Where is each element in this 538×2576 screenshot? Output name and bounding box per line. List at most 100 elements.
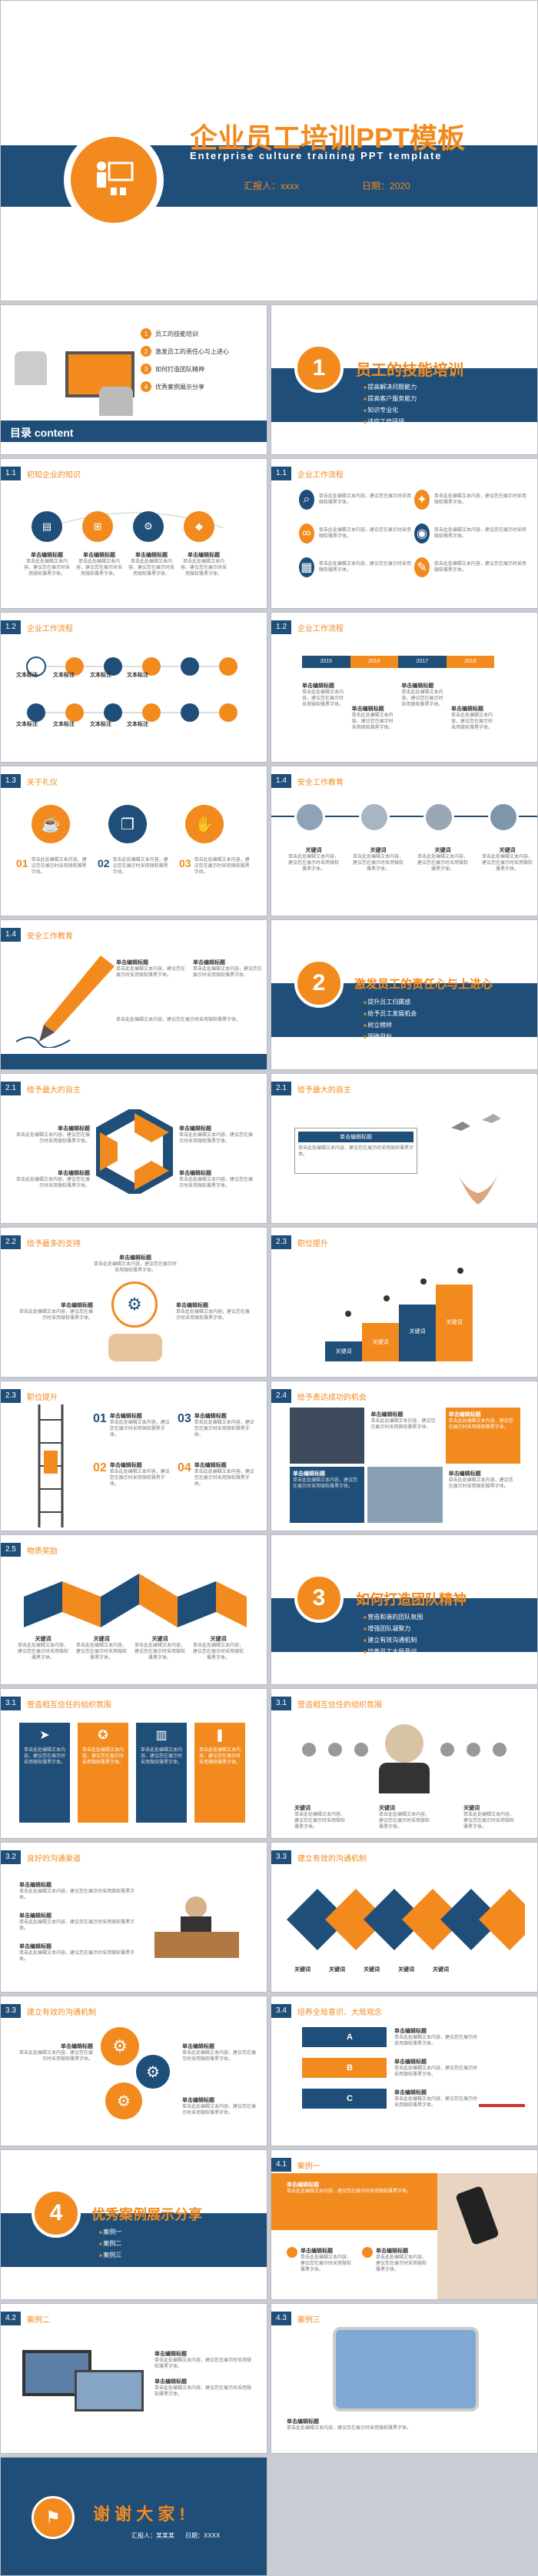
phone-hand-photo xyxy=(437,2173,537,2299)
settings-icon: ⚙ xyxy=(133,511,164,542)
photo-icon xyxy=(423,802,454,833)
avatar xyxy=(354,1743,368,1757)
teacher-icon: ⚑ xyxy=(32,2496,75,2539)
ladder-illustration xyxy=(38,1404,64,1527)
send-icon: ➤ xyxy=(39,1729,50,1742)
gears-illustration: ⚙ ⚙ ⚙ xyxy=(101,2027,178,2135)
bookmark-icon: ❚ xyxy=(214,1729,225,1742)
info-card: ✪单击此处编辑文本内容，建议您在展示时采用微软雅黑字体。 xyxy=(78,1723,128,1823)
section-title: 激发员工的责任心与上进心 xyxy=(354,978,493,991)
left-text: 单击编辑标题单击此处编辑文本内容，建议您在展示时采用微软雅黑字体。 xyxy=(16,1126,91,1144)
photo-icon xyxy=(488,802,519,833)
info-card: ▥单击此处编辑文本内容，建议您在展示时采用微软雅黑字体。 xyxy=(136,1723,187,1823)
ending-reporter: 汇报人：某某某 xyxy=(131,2532,174,2539)
photo-icon xyxy=(359,802,390,833)
photo-captions: 关键词单击此处编辑文本内容，建议您在展示时采用微软雅黑字体。 关键词单击此处编辑… xyxy=(287,848,533,872)
right-text: 单击编辑标题单击此处编辑文本内容，建议您在展示时采用微软雅黑字体。 xyxy=(182,2044,257,2062)
section-1-slide: 1 员工的技能培训 提高解决问题能力 提高客户服务能力 知识专业化 适应工作环境 xyxy=(271,304,538,455)
table-icon: ▦ xyxy=(299,557,314,577)
footer-band xyxy=(1,1054,267,1069)
section-title: 优秀案例展示分享 xyxy=(91,2207,202,2222)
cover-title: 企业员工培训PPT模板 xyxy=(190,122,466,154)
steps-chart: 关键词 关键词 关键词 关键词 xyxy=(325,1285,473,1361)
cover-logo-ring xyxy=(64,130,164,230)
section-bullets: 营造和谐的团队氛围增强团队凝聚力建立有效沟通机制培养员工大局意识 xyxy=(364,1612,423,1658)
section-bullets: 案例一案例二案例三 xyxy=(99,2227,121,2262)
leader-body xyxy=(379,1763,430,1793)
section-4-slide: 4 优秀案例展示分享 案例一案例二案例三 xyxy=(0,2149,267,2300)
link-icon: ∞ xyxy=(299,524,314,543)
document-icon: ▤ xyxy=(32,511,62,542)
cover-reporter: 汇报人：xxxx xyxy=(244,181,300,191)
timeline-notes: 单击编辑标题单击此处编辑文本内容，建议您在展示时采用微软雅黑字体。 单击编辑标题… xyxy=(302,683,493,730)
icon-row: ▤ ⊞ ⚙ ◆ xyxy=(32,511,214,542)
cover-subtitle: Enterprise culture training PPT template xyxy=(190,150,443,161)
avatar xyxy=(440,1743,454,1757)
ending-slide: ⚑ 谢 谢 大 家 ! 汇报人：某某某 日期：XXXX xyxy=(0,2457,267,2576)
search-icon: ⌕ xyxy=(299,490,314,510)
hands-dove-illustration xyxy=(451,1114,501,1205)
photo-circles xyxy=(294,802,519,833)
text-box: 单击编辑标题 单击此处编辑文本内容，建议您在展示时采用微软雅黑字体。 xyxy=(294,1128,417,1174)
info-card: ➤单击此处编辑文本内容，建议您在展示时采用微软雅黑字体。 xyxy=(19,1723,70,1823)
teacher-icon xyxy=(71,137,157,223)
tag-icon: ◆ xyxy=(184,511,214,542)
divider xyxy=(271,816,537,817)
section-number: 2 xyxy=(294,959,344,1008)
team-avatars xyxy=(302,1743,368,1757)
gears-icon: ⚙ xyxy=(111,1281,158,1328)
right-text: 单击编辑标题单击此处编辑文本内容，建议您在展示时采用微软雅黑字体。 xyxy=(182,2098,257,2116)
arrow-list: A B C xyxy=(302,2027,387,2135)
timeline-bar: 2015 2016 2017 2018 xyxy=(302,656,494,668)
section-number: 3 xyxy=(294,1574,344,1623)
text-grid: 单击编辑标题单击此处编辑文本内容，建议您在展示时采用微软雅黑字体。 单击编辑标题… xyxy=(116,960,263,978)
photo-tile xyxy=(367,1467,443,1523)
section-title: 员工的技能培训 xyxy=(356,362,463,379)
phone-hands-illustration xyxy=(108,1334,162,1361)
card-row: ➤单击此处编辑文本内容，建议您在展示时采用微软雅黑字体。 ✪单击此处编辑文本内容… xyxy=(19,1723,245,1823)
ribbon-diagram xyxy=(24,1574,247,1627)
avatar xyxy=(328,1743,342,1757)
right-text: 单击编辑标题单击此处编辑文本内容，建议您在展示时采用微软雅黑字体。 xyxy=(179,1171,254,1188)
hex-cycle xyxy=(96,1109,173,1194)
avatar xyxy=(493,1743,506,1757)
etiquette-icons: ☕ ❒ ✋ xyxy=(32,805,224,843)
box-icon: ❒ xyxy=(108,805,147,843)
windows-icon: ⊞ xyxy=(82,511,113,542)
team-captions: 关键词单击此处编辑文本内容，建议您在展示时采用微软雅黑字体。 关键词单击此处编辑… xyxy=(294,1806,515,1830)
info-card: ❚单击此处编辑文本内容，建议您在展示时采用微软雅黑字体。 xyxy=(194,1723,245,1823)
person-illustration xyxy=(99,387,133,416)
climbers-illustration xyxy=(345,1268,463,1317)
tablet-illustration xyxy=(333,2327,479,2411)
left-text: 单击编辑标题单击此处编辑文本内容，建议您在展示时采用微软雅黑字体。 xyxy=(18,1303,93,1321)
